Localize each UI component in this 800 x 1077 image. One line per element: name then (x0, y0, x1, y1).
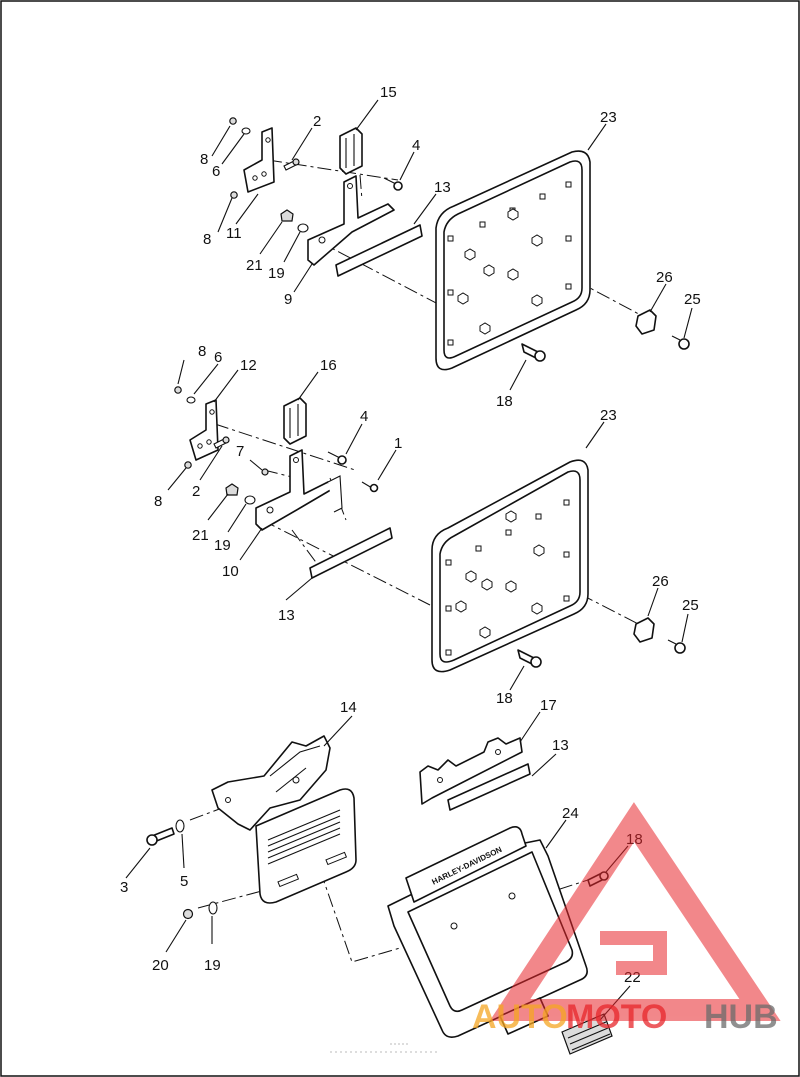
plate-holes (445, 499, 570, 656)
screw-25 (674, 642, 686, 654)
callout-19: 19 (268, 265, 285, 282)
callout-21: 21 (246, 257, 263, 274)
footer-marks (330, 1043, 440, 1053)
callout-3: 3 (120, 879, 128, 896)
strip-13 (335, 224, 423, 277)
strip-13 (447, 763, 531, 811)
bolt-4 (393, 181, 403, 191)
lamp-lens-14 (255, 788, 357, 904)
centerline (267, 159, 399, 181)
watermark-triangle (489, 802, 781, 1021)
callout-13: 13 (434, 179, 451, 196)
plate-frame-23-inner (439, 470, 581, 663)
callout-2: 2 (192, 483, 200, 500)
callout-15: 15 (380, 84, 397, 101)
assembly-middle (167, 359, 689, 691)
lamp-housing-14 (211, 735, 331, 831)
lens-ribs (267, 809, 341, 865)
watermark (489, 802, 781, 1021)
bracket-12 (189, 399, 219, 461)
watermark-auto: AUTO (472, 998, 568, 1036)
callout-21: 21 (192, 527, 209, 544)
watermark-hub: HUB (704, 998, 778, 1036)
nut-8 (184, 461, 192, 469)
watermark-moto: MOTO (566, 998, 667, 1036)
callout-11: 11 (226, 225, 242, 242)
callout-2: 2 (313, 113, 321, 130)
washer-6 (241, 127, 251, 135)
watermark-wordmark: AUTO MOTO HUB (472, 998, 778, 1036)
callout-8: 8 (198, 343, 206, 360)
callout-labels: 8 6 2 15 4 13 8 11 21 19 9 23 26 25 18 8… (120, 84, 701, 986)
callout-19: 19 (214, 537, 231, 554)
washer-6 (186, 396, 196, 404)
callout-13: 13 (552, 737, 569, 754)
spacer-15 (339, 127, 363, 175)
assembly-lower: HARLEY-DAVIDSON (125, 711, 631, 1055)
callout-1: 1 (394, 435, 402, 452)
callout-20: 20 (152, 957, 169, 974)
clip-26 (633, 617, 655, 643)
callout-8: 8 (154, 493, 162, 510)
screw-7 (261, 468, 269, 476)
reflector-texture (567, 1021, 611, 1051)
callout-26: 26 (656, 269, 673, 286)
washer-19 (297, 223, 309, 233)
spacer-16 (283, 397, 307, 445)
callout-25: 25 (684, 291, 701, 308)
bracket-11 (243, 127, 275, 193)
strip-13 (309, 527, 393, 579)
callout-23: 23 (600, 407, 617, 424)
screw-25 (678, 338, 690, 350)
callout-7: 7 (236, 443, 244, 460)
washer-19 (208, 901, 218, 915)
callout-25: 25 (682, 597, 699, 614)
centerline (359, 174, 363, 201)
callout-13: 13 (278, 607, 295, 624)
nut-8 (174, 386, 182, 394)
acorn-nut-21 (225, 483, 239, 496)
screw-1 (369, 483, 379, 493)
bracket-10 (255, 449, 335, 531)
callout-9: 9 (284, 291, 292, 308)
washer-19 (244, 495, 256, 505)
callout-19: 19 (204, 957, 221, 974)
callout-18: 18 (496, 393, 513, 410)
clip-26 (635, 309, 657, 335)
callout-6: 6 (214, 349, 222, 366)
bracket-9 (307, 175, 395, 266)
centerline (315, 239, 441, 306)
assembly-upper (211, 99, 693, 391)
bolt-4 (337, 455, 347, 465)
nut-20 (182, 908, 194, 920)
callout-18: 18 (496, 690, 513, 707)
nut-8 (229, 117, 237, 125)
frame-24-header (405, 826, 527, 903)
callout-17: 17 (540, 697, 557, 714)
acorn-nut-21 (280, 209, 294, 222)
centerline (574, 279, 651, 321)
callout-4: 4 (360, 408, 368, 425)
callout-5: 5 (180, 873, 188, 890)
callout-14: 14 (340, 699, 357, 716)
plate-frame-23-inner (443, 160, 583, 359)
callout-26: 26 (652, 573, 669, 590)
callout-12: 12 (240, 357, 257, 374)
washer-5 (175, 819, 185, 833)
callout-4: 4 (412, 137, 420, 154)
callout-16: 16 (320, 357, 337, 374)
watermark-logo-mark (600, 931, 667, 975)
nut-8 (230, 191, 238, 199)
plate-holes (447, 181, 572, 346)
callout-8: 8 (200, 151, 208, 168)
callout-24: 24 (562, 805, 579, 822)
callout-6: 6 (212, 163, 220, 180)
callout-8: 8 (203, 231, 211, 248)
callout-10: 10 (222, 563, 239, 580)
callout-23: 23 (600, 109, 617, 126)
